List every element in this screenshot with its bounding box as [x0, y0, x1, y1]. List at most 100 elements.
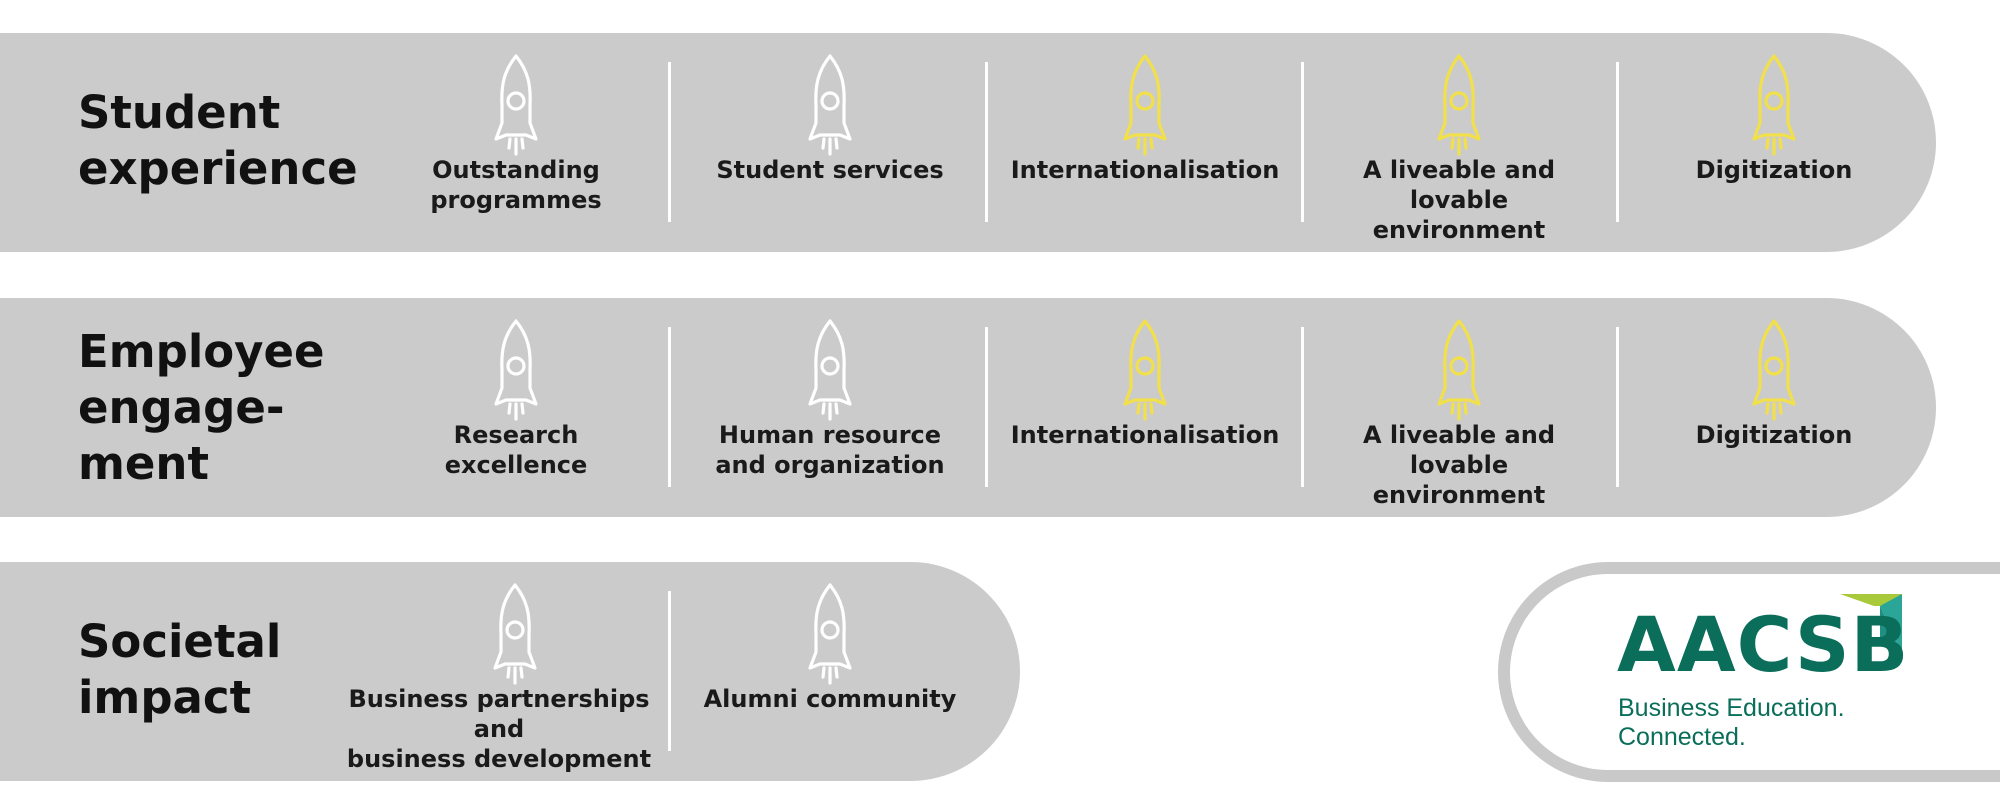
divider [1301, 327, 1304, 487]
item-student-services: Student services [700, 33, 960, 252]
item-research-excellence: Research excellence [386, 298, 646, 517]
rocket-icon-part [1778, 137, 1783, 150]
rocket-icon-part [821, 137, 826, 150]
divider [668, 62, 671, 222]
rocket-icon-part [1136, 402, 1141, 415]
item-label: Internationalisation [1010, 421, 1280, 449]
divider [1616, 62, 1619, 222]
logo-mark-teal [1880, 594, 1902, 654]
rocket-icon-part [507, 402, 512, 415]
rocket-icon-part [1136, 137, 1141, 150]
rocket-icon [1437, 319, 1481, 421]
rocket-icon-part [506, 666, 511, 679]
item-human-resource: Human resource and organization [700, 298, 960, 517]
rocket-icon-part [1752, 319, 1796, 406]
rocket-icon-part [834, 666, 839, 679]
logo-mark-teal-shade [1880, 606, 1902, 654]
item-label: Digitization [1695, 421, 1853, 449]
rocket-icon-part [1765, 402, 1770, 415]
item-label: A liveable and lovable environment [1363, 156, 1555, 244]
rocket-icon-part [1149, 402, 1154, 415]
rocket-icon-part [834, 402, 839, 415]
rocket-icon-part [1135, 91, 1155, 111]
rocket-icon-part [520, 137, 525, 150]
rocket-icon [494, 54, 538, 156]
item-label: Research excellence [444, 421, 588, 479]
divider [985, 62, 988, 222]
rocket-icon-part [1764, 356, 1784, 376]
item-liveable-environment: A liveable and lovable environment [1319, 33, 1599, 252]
rocket-icon-part [1123, 319, 1167, 406]
item-internationalisation: Internationalisation [1010, 298, 1280, 517]
rocket-icon-part [834, 137, 839, 150]
band-societal-impact: Societal impact [0, 562, 1020, 781]
band-student-experience: Student experience [0, 33, 1936, 252]
rocket-icon-part [506, 91, 526, 111]
rocket-icon-part [1463, 137, 1468, 150]
item-label: Alumni community [703, 685, 957, 713]
rocket-icon-part [1752, 54, 1796, 141]
rocket-icon-part [1463, 402, 1468, 415]
rocket-icon-part [820, 620, 840, 640]
item-label: Internationalisation [1010, 156, 1280, 184]
rocket-icon [808, 54, 852, 156]
item-business-partnerships: Business partnerships and business devel… [346, 562, 652, 781]
aacsb-wordmark: AACSB [1617, 600, 1910, 689]
item-digitization: Digitization [1644, 298, 1904, 517]
rocket-icon-part [1450, 402, 1455, 415]
rocket-icon-part [506, 356, 526, 376]
item-label: A liveable and lovable environment [1363, 421, 1555, 509]
item-label: Digitization [1695, 156, 1853, 184]
item-label: Outstanding programmes [430, 156, 602, 214]
rocket-icon-part [820, 91, 840, 111]
item-digitization: Digitization [1644, 33, 1904, 252]
rocket-icon [1123, 54, 1167, 156]
rocket-icon-part [1450, 137, 1455, 150]
item-label: Student services [716, 156, 944, 184]
rocket-icon-part [1449, 91, 1469, 111]
rocket-icon-part [821, 666, 826, 679]
divider [668, 591, 671, 751]
divider [1301, 62, 1304, 222]
logo-frame [1498, 562, 2000, 782]
rocket-icon-part [507, 137, 512, 150]
rocket-icon-part [1149, 137, 1154, 150]
item-alumni-community: Alumni community [700, 562, 960, 781]
rocket-icon-part [1449, 356, 1469, 376]
rocket-icon-part [808, 54, 852, 141]
aacsb-logo-mark [1840, 594, 1902, 654]
rocket-icon-part [808, 319, 852, 406]
rocket-icon-part [821, 402, 826, 415]
rocket-icon-part [808, 583, 852, 670]
aacsb-tagline: Business Education. Connected. [1618, 694, 1845, 751]
item-label: Human resource and organization [715, 421, 945, 479]
band-title: Societal impact [78, 615, 282, 724]
rocket-icon [1752, 319, 1796, 421]
item-liveable-environment: A liveable and lovable environment [1319, 298, 1599, 517]
rocket-icon [494, 319, 538, 421]
rocket-icon-part [1437, 319, 1481, 406]
rocket-icon-part [520, 402, 525, 415]
rocket-icon-part [1764, 91, 1784, 111]
rocket-icon [1123, 319, 1167, 421]
rocket-icon [1752, 54, 1796, 156]
band-title: Student experience [78, 86, 358, 195]
rocket-icon [493, 583, 537, 685]
divider [985, 327, 988, 487]
rocket-icon-part [1135, 356, 1155, 376]
rocket-icon-part [493, 583, 537, 670]
rocket-icon [1437, 54, 1481, 156]
rocket-icon-part [1765, 137, 1770, 150]
item-outstanding-programmes: Outstanding programmes [396, 33, 636, 252]
item-label: Business partnerships and business devel… [346, 685, 652, 773]
rocket-icon-part [1778, 402, 1783, 415]
rocket-icon-part [820, 356, 840, 376]
rocket-icon-part [505, 620, 525, 640]
rocket-icon-part [519, 666, 524, 679]
divider [668, 327, 671, 487]
rocket-icon [808, 319, 852, 421]
item-internationalisation: Internationalisation [1010, 33, 1280, 252]
rocket-icon-part [1123, 54, 1167, 141]
band-employee-engagement: Employee engage- ment [0, 298, 1936, 517]
rocket-icon [808, 583, 852, 685]
